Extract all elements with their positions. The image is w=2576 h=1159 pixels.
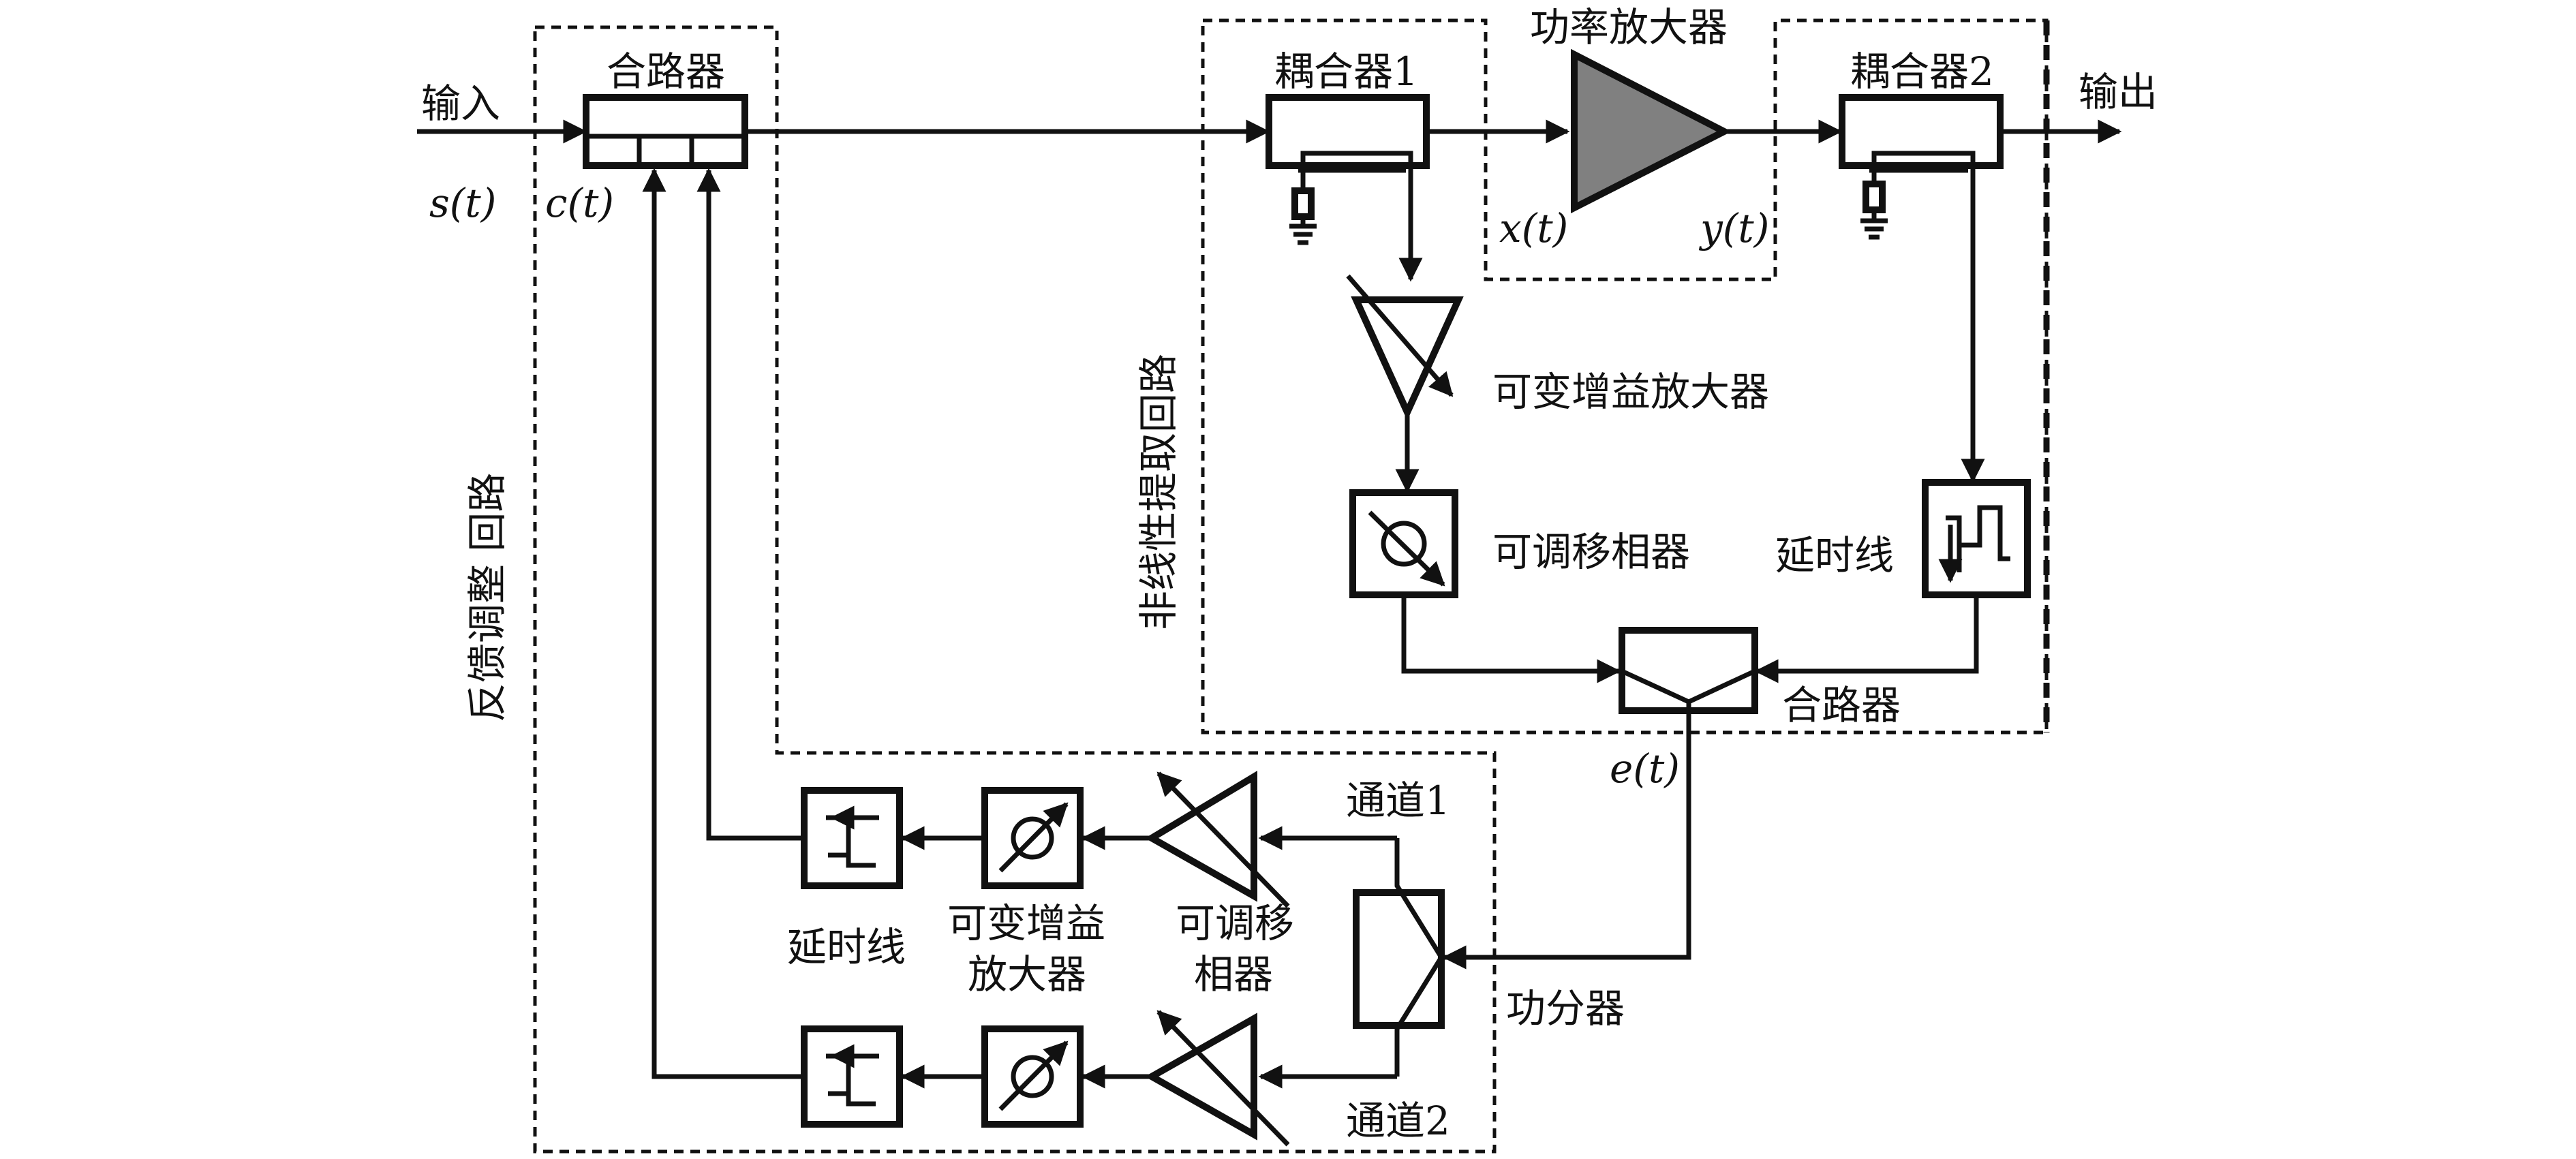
signal-y-label: y(t) bbox=[1698, 205, 1769, 251]
ch-vga-label-2: 放大器 bbox=[968, 951, 1086, 998]
power-amp-label: 功率放大器 bbox=[1530, 4, 1728, 50]
signal-x-label: x(t) bbox=[1499, 205, 1568, 251]
delay-line-label: 延时线 bbox=[1775, 532, 1894, 578]
mid-combiner bbox=[1619, 627, 1758, 714]
phase-shifter-extraction bbox=[1349, 489, 1458, 598]
ch-vga-label-1: 可变增益 bbox=[947, 900, 1105, 946]
vga-extraction bbox=[1346, 274, 1464, 421]
signal-e-label: e(t) bbox=[1610, 745, 1680, 792]
feedback-loop-boundary bbox=[533, 25, 1497, 1154]
extraction-loop-boundary bbox=[1201, 18, 2049, 735]
coupler1-label: 耦合器1 bbox=[1274, 48, 1418, 95]
coupler2-label: 耦合器2 bbox=[1850, 48, 1994, 95]
ch2-delay-line bbox=[801, 1025, 903, 1128]
phase-to-combiner-wire bbox=[1401, 595, 1621, 683]
ch2-phase-shifter bbox=[1144, 1010, 1290, 1147]
top-combiner-label: 合路器 bbox=[607, 48, 725, 95]
delay-to-combiner-wire bbox=[1754, 595, 1979, 683]
output-label: 输出 bbox=[2079, 69, 2158, 115]
termination-load-1 bbox=[1291, 187, 1315, 220]
ch-phase-label-1: 可调移 bbox=[1176, 900, 1294, 946]
signal-s-label: s(t) bbox=[429, 180, 496, 226]
ch1-delay-line bbox=[801, 787, 903, 889]
coupler-1 bbox=[1266, 94, 1430, 282]
ch-phase-label-2: 相器 bbox=[1194, 951, 1273, 998]
signal-c-label: c(t) bbox=[545, 180, 614, 226]
delay-line-extraction bbox=[1922, 479, 2031, 598]
input-label: 输入 bbox=[421, 80, 500, 127]
channel1-label: 通道1 bbox=[1346, 777, 1450, 824]
top-combiner bbox=[583, 94, 748, 169]
feedback-loop-label: 反馈调整 回路 bbox=[464, 473, 510, 722]
ch2-vga bbox=[981, 1025, 1084, 1128]
power-amplifier bbox=[1571, 48, 1732, 214]
combiner-to-splitter-wire bbox=[1442, 702, 1691, 970]
phase-shifter-label: 可调移相器 bbox=[1492, 529, 1690, 575]
mid-combiner-label: 合路器 bbox=[1782, 682, 1901, 728]
ch2-return-wire bbox=[642, 168, 804, 1079]
termination-load-2 bbox=[1862, 181, 1886, 213]
vga-label: 可变增益放大器 bbox=[1492, 369, 1769, 415]
extraction-loop-label: 非线性提取回路 bbox=[1135, 354, 1182, 630]
ch1-vga bbox=[981, 787, 1084, 889]
power-splitter bbox=[1353, 838, 1445, 1077]
ch1-phase-shifter bbox=[1145, 771, 1290, 908]
channel2-label: 通道2 bbox=[1346, 1098, 1450, 1144]
coupler-2 bbox=[1839, 94, 2004, 483]
ch-delay-label: 延时线 bbox=[787, 924, 906, 970]
ch1-return-wire bbox=[696, 168, 804, 841]
splitter-label: 功分器 bbox=[1506, 985, 1625, 1032]
